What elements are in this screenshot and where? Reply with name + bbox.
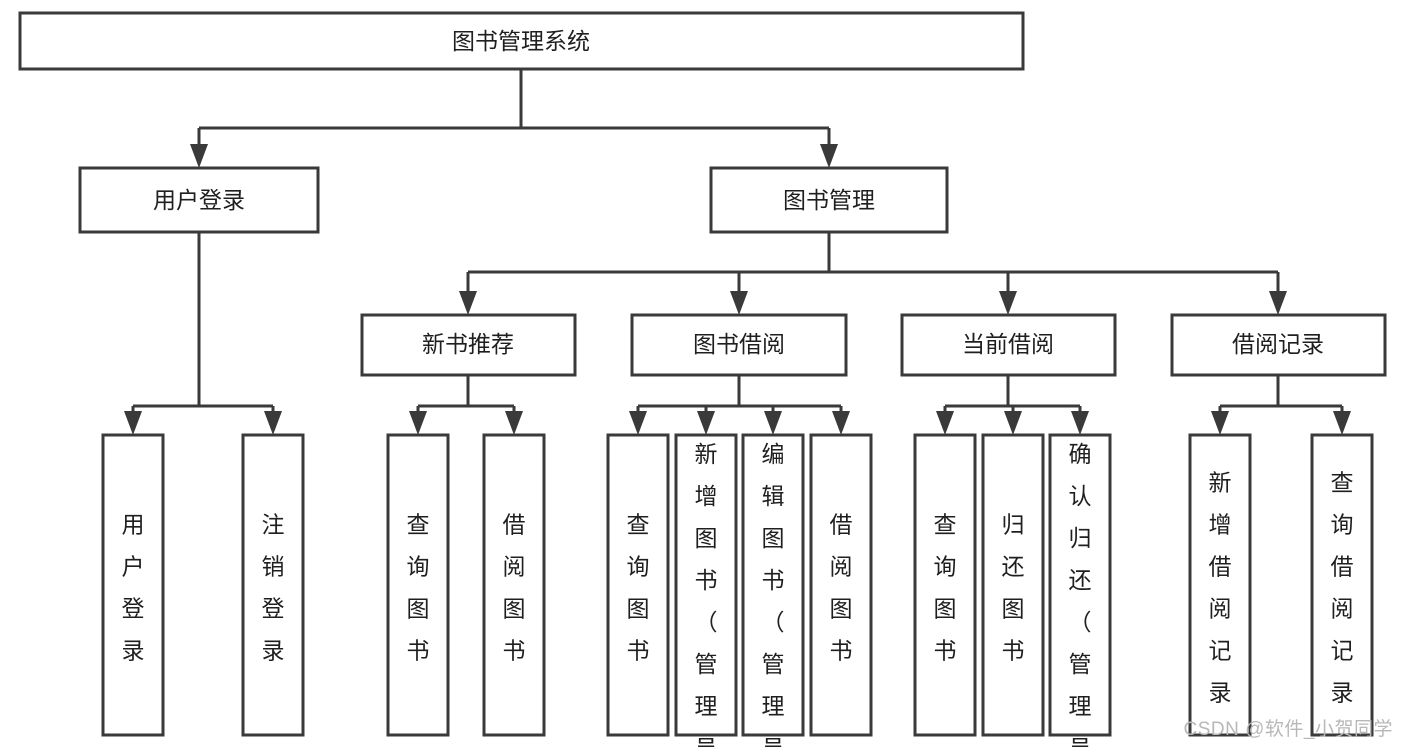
node-leaf-user-login-label: 用户登录 — [122, 512, 145, 664]
connector-root-to-level2 — [197, 69, 831, 152]
node-leaf-add-book-box[interactable] — [674, 433, 738, 737]
connector-records-to-leaves — [1218, 375, 1344, 419]
node-leaf-borrow-book-2[interactable]: 借阅图书 — [809, 433, 873, 737]
arrow-head-leaf-add-book — [697, 411, 715, 435]
arrow-head-current — [999, 291, 1017, 315]
node-newbook-label: 新书推荐 — [422, 331, 514, 357]
node-leaf-add-record[interactable]: 新增借阅记录 — [1188, 433, 1252, 737]
node-leaf-query-book-3[interactable]: 查询图书 — [913, 433, 977, 737]
arrow-head-newbook — [459, 291, 477, 315]
node-bookmgmt-box[interactable] — [709, 166, 949, 234]
node-leaf-user-logout-label: 注销登录 — [262, 512, 285, 664]
node-bookmgmt[interactable]: 图书管理 — [709, 166, 949, 234]
node-newbook-box[interactable] — [360, 313, 577, 377]
node-leaf-add-book-label: 新增图书（管理员） — [695, 441, 718, 747]
arrow-head-leaf-borrow-book-2 — [832, 411, 850, 435]
node-leaf-query-book-1[interactable]: 查询图书 — [386, 433, 450, 737]
node-leaf-confirm-return-box[interactable] — [1048, 433, 1112, 737]
node-leaf-borrow-book-1[interactable]: 借阅图书 — [482, 433, 546, 737]
node-leaf-add-record-box[interactable] — [1188, 433, 1252, 737]
node-root-label: 图书管理系统 — [452, 28, 590, 54]
node-leaf-borrow-book-1-box[interactable] — [482, 433, 546, 737]
arrow-head-leaf-borrow-book-1 — [505, 411, 523, 435]
node-leaf-add-record-label: 新增借阅记录 — [1209, 470, 1232, 706]
node-records-box[interactable] — [1170, 313, 1387, 377]
node-leaf-add-book[interactable]: 新增图书（管理员） — [674, 433, 738, 747]
connector-login-to-leaves — [131, 232, 275, 419]
node-login-label: 用户登录 — [153, 187, 245, 213]
node-login-box[interactable] — [78, 166, 320, 234]
node-leaf-query-record-label: 查询借阅记录 — [1331, 470, 1354, 706]
arrow-head-leaf-query-record — [1333, 411, 1351, 435]
arrow-head-leaf-add-record — [1211, 411, 1229, 435]
node-borrow-label: 图书借阅 — [693, 331, 785, 357]
node-borrow-box[interactable] — [630, 313, 848, 377]
node-current-label: 当前借阅 — [962, 331, 1054, 357]
node-leaf-query-book-3-label: 查询图书 — [934, 512, 957, 664]
node-leaf-borrow-book-1-label: 借阅图书 — [503, 512, 526, 664]
arrow-head-records — [1269, 291, 1287, 315]
node-leaf-query-book-3-box[interactable] — [913, 433, 977, 737]
connector-layer — [124, 69, 1351, 435]
node-leaf-query-book-1-label: 查询图书 — [407, 512, 430, 664]
node-leaf-borrow-book-2-box[interactable] — [809, 433, 873, 737]
node-current-box[interactable] — [900, 313, 1117, 377]
arrow-head-bookmgmt — [820, 144, 838, 168]
node-newbook[interactable]: 新书推荐 — [360, 313, 577, 377]
arrow-head-leaf-edit-book — [764, 411, 782, 435]
node-leaf-query-book-2-label: 查询图书 — [627, 512, 650, 664]
arrow-head-borrow — [730, 291, 748, 315]
arrow-head-leaf-user-logout — [264, 411, 282, 435]
node-bookmgmt-label: 图书管理 — [783, 187, 875, 213]
arrow-head-leaf-query-book-2 — [629, 411, 647, 435]
arrow-head-leaf-query-book-1 — [409, 411, 427, 435]
node-leaf-edit-book-label: 编辑图书（管理员） — [762, 441, 785, 747]
node-leaf-user-login-box[interactable] — [101, 433, 165, 737]
node-login[interactable]: 用户登录 — [78, 166, 320, 234]
node-leaf-borrow-book-2-label: 借阅图书 — [830, 512, 853, 664]
node-leaf-return-book-box[interactable] — [981, 433, 1045, 737]
node-leaf-query-record-box[interactable] — [1310, 433, 1374, 737]
node-leaf-edit-book-box[interactable] — [741, 433, 805, 737]
connector-newbook-to-leaves — [416, 375, 516, 419]
node-leaf-confirm-return-label: 确认归还（管理员） — [1069, 441, 1092, 747]
node-leaf-edit-book[interactable]: 编辑图书（管理员） — [741, 433, 805, 747]
connector-borrow-to-leaves — [636, 375, 843, 419]
node-leaf-query-book-2[interactable]: 查询图书 — [606, 433, 670, 737]
arrow-head-leaf-return-book — [1004, 411, 1022, 435]
node-leaf-return-book-label: 归还图书 — [1002, 512, 1025, 664]
node-root-box[interactable] — [18, 11, 1025, 71]
node-leaf-query-record[interactable]: 查询借阅记录 — [1310, 433, 1374, 737]
arrow-head-leaf-confirm-return — [1071, 411, 1089, 435]
node-leaf-query-book-2-box[interactable] — [606, 433, 670, 737]
node-leaf-query-book-1-box[interactable] — [386, 433, 450, 737]
arrow-head-login — [190, 144, 208, 168]
node-leaf-user-logout[interactable]: 注销登录 — [241, 433, 305, 737]
node-leaf-user-login[interactable]: 用户登录 — [101, 433, 165, 737]
node-root[interactable]: 图书管理系统 — [18, 11, 1025, 71]
node-leaf-return-book[interactable]: 归还图书 — [981, 433, 1045, 737]
node-current[interactable]: 当前借阅 — [900, 313, 1117, 377]
arrow-head-leaf-user-login — [124, 411, 142, 435]
node-borrow[interactable]: 图书借阅 — [630, 313, 848, 377]
node-leaf-confirm-return[interactable]: 确认归还（管理员） — [1048, 433, 1112, 747]
connector-bookmgmt-to-level3 — [466, 232, 1280, 299]
node-records-label: 借阅记录 — [1232, 331, 1324, 357]
node-layer: 图书管理系统 用户登录 图书管理 新书推荐 图书借阅 — [18, 11, 1387, 747]
node-leaf-user-logout-box[interactable] — [241, 433, 305, 737]
node-records[interactable]: 借阅记录 — [1170, 313, 1387, 377]
arrow-head-leaf-query-book-3 — [936, 411, 954, 435]
